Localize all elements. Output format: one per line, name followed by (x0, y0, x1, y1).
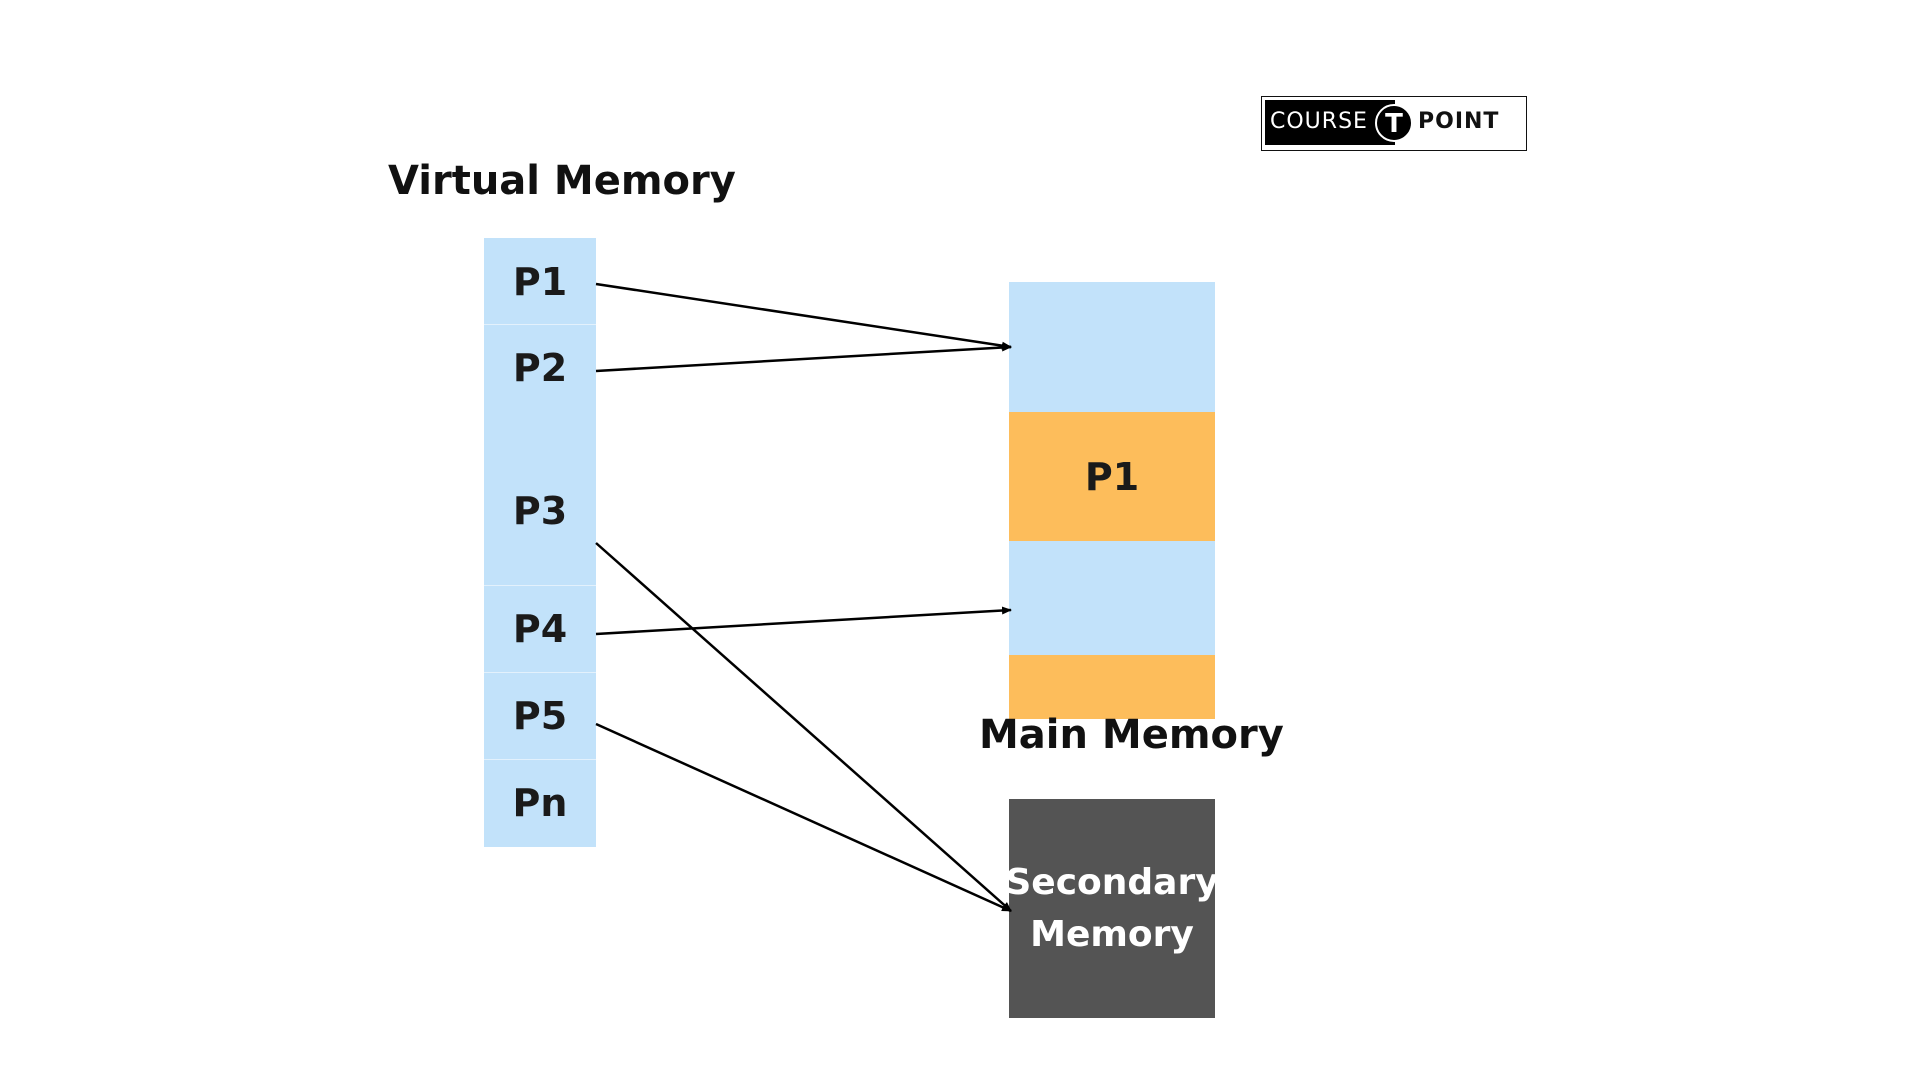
logo-emblem-letter: T (1385, 109, 1403, 139)
main-memory-block-3 (1009, 541, 1215, 655)
vm-page-p5: P5 (512, 694, 568, 738)
virtual-memory-column: P1 P2 P3 P4 P5 Pn (484, 238, 596, 847)
main-memory-block-label: P1 (1084, 454, 1140, 499)
arrow-p2-to-main (595, 343, 1012, 373)
logo-word-course: COURSE (1270, 109, 1368, 134)
vm-divider (484, 759, 596, 760)
secondary-memory: Secondary Memory (1005, 799, 1219, 1018)
vm-page-pn: Pn (512, 781, 568, 825)
vm-page-p1: P1 (512, 260, 568, 304)
vm-page-p4: P4 (512, 607, 568, 651)
secondary-memory-label-line2: Memory (1030, 913, 1194, 955)
logo-word-point: POINT (1418, 109, 1500, 134)
main-memory-block-2: P1 (1009, 412, 1215, 541)
vm-divider (484, 324, 596, 325)
vm-page-p2: P2 (512, 346, 568, 390)
logo-emblem-icon: T (1375, 104, 1413, 142)
secondary-memory-label-line1: Secondary (1005, 861, 1219, 903)
main-memory-block-4 (1009, 655, 1215, 719)
vm-divider (484, 672, 596, 673)
logo-dark-panel (1265, 100, 1395, 145)
main-memory-title: Main Memory (979, 712, 1284, 758)
coursepoint-logo: COURSE T POINT (1261, 96, 1527, 151)
arrow-p4-to-main (595, 606, 1012, 636)
vm-page-p3: P3 (512, 489, 568, 533)
arrow-p1-to-main (595, 282, 1012, 350)
arrow-p5-to-secondary (595, 722, 1012, 913)
vm-divider (484, 585, 596, 586)
main-memory-block-1 (1009, 282, 1215, 412)
virtual-memory-title: Virtual Memory (388, 158, 736, 204)
arrow-p3-to-secondary (595, 542, 1012, 912)
